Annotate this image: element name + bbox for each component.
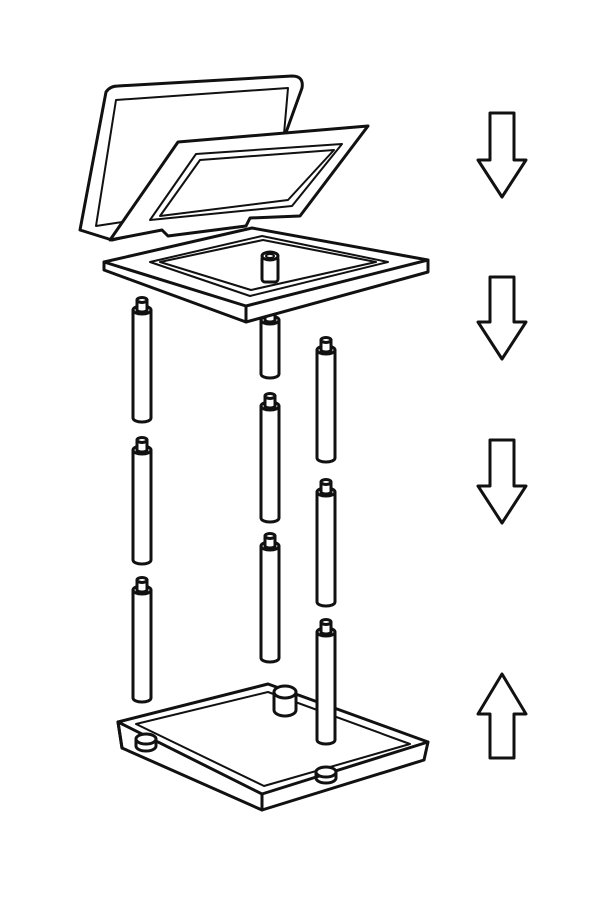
top-tray	[102, 226, 430, 324]
base-socket	[134, 732, 158, 746]
leg-segment	[315, 618, 337, 746]
leg-segments	[131, 296, 337, 746]
frame	[108, 124, 370, 242]
arrow-up	[476, 672, 528, 760]
leg-segment	[131, 296, 153, 424]
base-socket	[314, 765, 338, 779]
leg-segment	[131, 436, 153, 566]
leg-segment	[259, 392, 281, 524]
base-tray	[116, 682, 430, 812]
direction-arrows	[476, 111, 528, 760]
leg-segment	[131, 576, 153, 704]
leg-segment	[315, 478, 337, 608]
arrow-down-3	[476, 438, 528, 525]
arrow-down-2	[476, 275, 528, 361]
leg-segment	[315, 336, 337, 464]
arrow-down-1	[476, 111, 528, 199]
leg-segment	[259, 532, 281, 664]
